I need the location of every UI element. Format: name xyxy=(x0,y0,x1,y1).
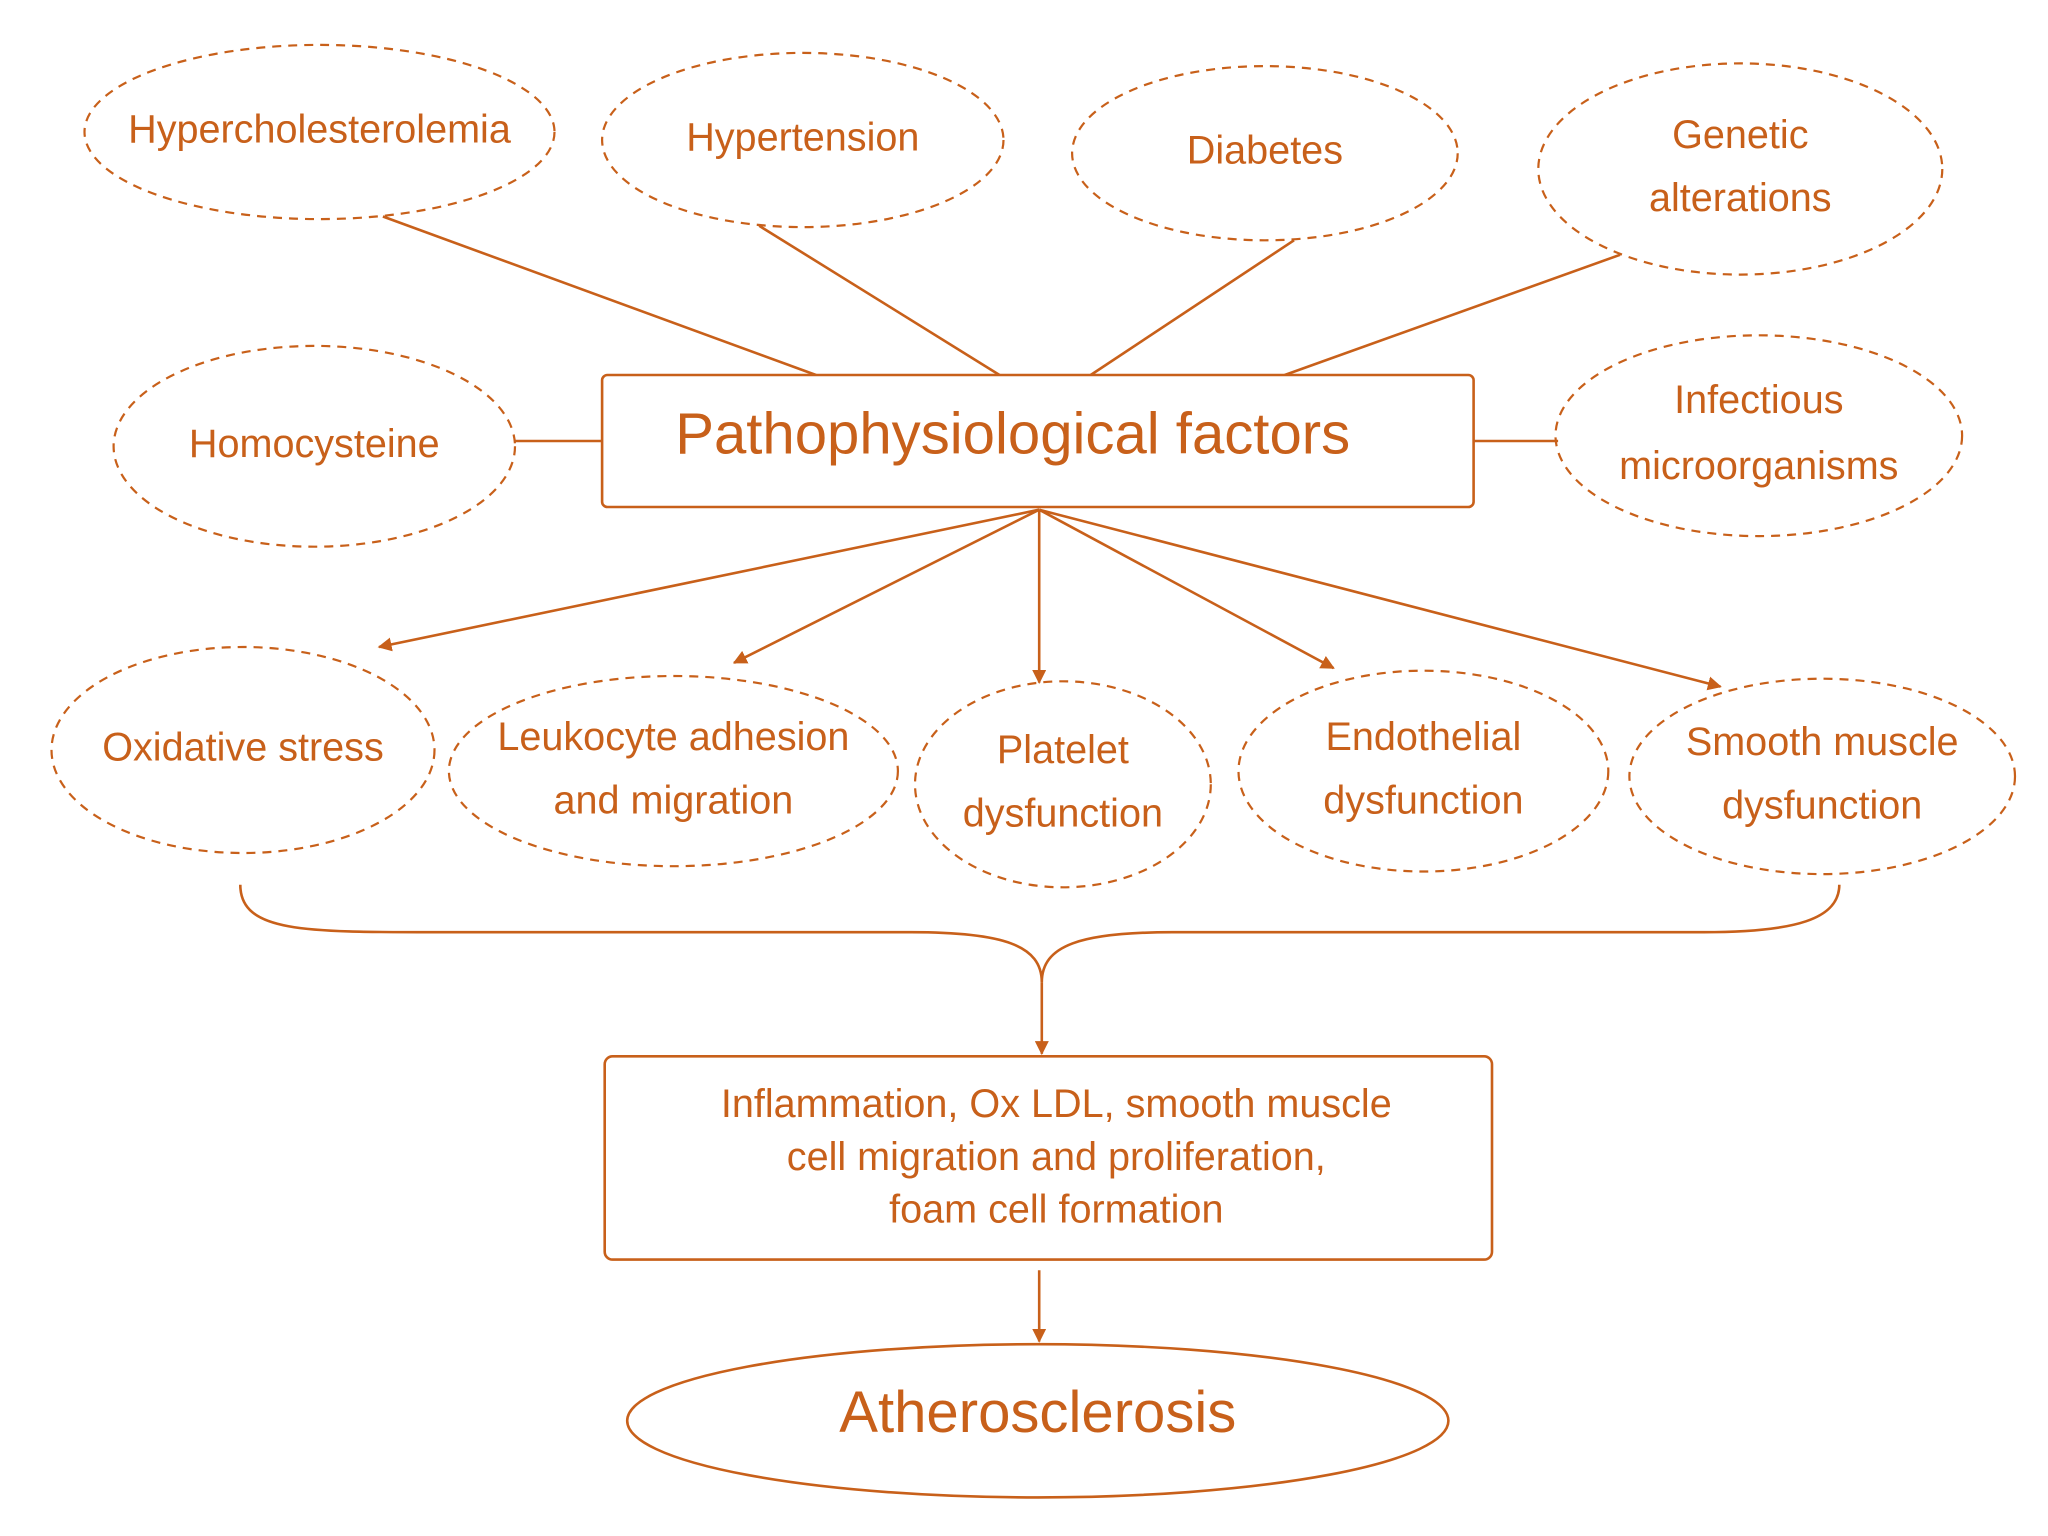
arrow-leukocyte-adhesion xyxy=(732,508,1040,664)
risk-factor-diabetes xyxy=(1070,64,1459,242)
process-text-line-2: cell migration and proliferation, xyxy=(787,1135,1326,1179)
risk-factor-infectious-microorganisms-line-2: microorganisms xyxy=(1619,444,1898,488)
mechanism-endothelial-dysfunction xyxy=(1237,669,1610,873)
process-text-line-3: foam cell formation xyxy=(889,1188,1223,1232)
mechanism-platelet-dysfunction-line-1: Platelet xyxy=(997,728,1129,772)
risk-factor-genetic-alterations-line-2: alterations xyxy=(1649,176,1832,220)
process-text-line-1: Inflammation, Ox LDL, smooth muscle xyxy=(721,1082,1392,1126)
arrow-smooth-muscle-dysfunction xyxy=(1038,508,1722,691)
risk-factor-hypertension xyxy=(600,51,1005,229)
risk-factor-infectious-microorganisms-line-1: Infectious xyxy=(1674,378,1843,422)
mechanism-endothelial-dysfunction-line-1: Endothelial xyxy=(1325,715,1521,759)
risk-factor-hypertension-line-1: Hypertension xyxy=(686,115,919,159)
central-box xyxy=(600,373,1475,509)
risk-factor-genetic-alterations-line-1: Genetic xyxy=(1672,113,1808,157)
risk-factor-hypercholesterolemia xyxy=(83,43,556,221)
risk-factor-homocysteine xyxy=(112,344,517,548)
connector-diabetes xyxy=(1089,239,1295,377)
outcome-label: Atherosclerosis xyxy=(839,1380,1236,1445)
connector-hypercholesterolemia xyxy=(382,215,817,377)
outcome-ellipse xyxy=(625,1342,1450,1499)
mechanism-smooth-muscle-dysfunction-line-1: Smooth muscle xyxy=(1686,720,1959,764)
curly-brace xyxy=(239,884,1841,983)
mechanism-leukocyte-adhesion xyxy=(447,674,900,868)
mechanism-platelet-dysfunction xyxy=(913,680,1212,889)
connector-genetic-alterations xyxy=(1284,253,1621,377)
process-box xyxy=(603,1055,1494,1261)
risk-factor-genetic-alterations xyxy=(1537,62,1944,276)
mechanism-oxidative-stress xyxy=(50,645,436,855)
connector-hypertension xyxy=(758,224,1001,377)
labels: Hypercholesterolemia Hypertension Diabetes… xyxy=(102,107,1958,1445)
shapes xyxy=(50,43,2017,1499)
risk-factor-homocysteine-line-1: Homocysteine xyxy=(189,422,440,466)
connectors xyxy=(239,215,1841,1343)
arrow-oxidative-stress xyxy=(377,508,1040,652)
mechanism-platelet-dysfunction-line-2: dysfunction xyxy=(963,791,1163,835)
mechanism-endothelial-dysfunction-line-2: dysfunction xyxy=(1323,778,1523,822)
risk-factor-infectious-microorganisms xyxy=(1554,334,1964,538)
mechanism-smooth-muscle-dysfunction xyxy=(1628,677,2017,876)
arrow-endothelial-dysfunction xyxy=(1038,508,1335,670)
risk-factor-diabetes-line-1: Diabetes xyxy=(1187,129,1343,173)
mechanism-leukocyte-adhesion-line-1: Leukocyte adhesion xyxy=(497,715,849,759)
central-label: Pathophysiological factors xyxy=(675,402,1350,467)
mechanism-smooth-muscle-dysfunction-line-2: dysfunction xyxy=(1722,784,1922,828)
mechanism-leukocyte-adhesion-line-2: and migration xyxy=(553,778,793,822)
mechanism-oxidative-stress-line-1: Oxidative stress xyxy=(102,725,384,769)
risk-factor-hypercholesterolemia-line-1: Hypercholesterolemia xyxy=(128,107,512,151)
